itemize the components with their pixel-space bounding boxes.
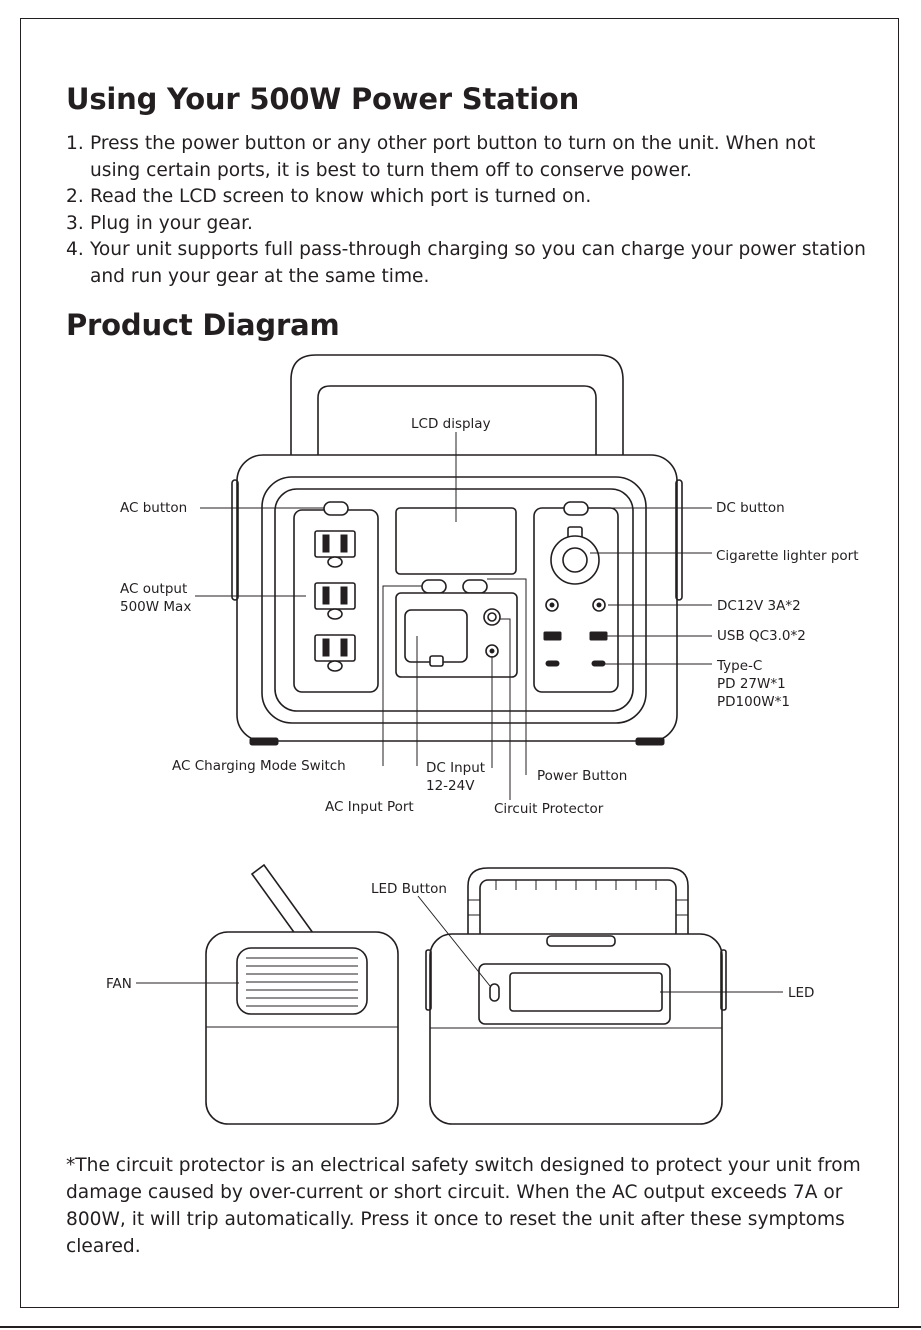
bottom-rule — [0, 1326, 921, 1328]
dc-button-icon — [563, 501, 589, 516]
fan-vent-slits — [246, 957, 358, 1007]
step-text: Read the LCD screen to know which port i… — [90, 186, 592, 207]
ac-outlet-icon — [314, 634, 356, 672]
label-lcd-display: LCD display — [411, 416, 491, 432]
led-button-icon — [489, 983, 500, 1002]
label-ac-output: AC output — [120, 581, 187, 597]
label-ac-charging-mode-switch: AC Charging Mode Switch — [172, 758, 346, 774]
page-border — [20, 18, 899, 1308]
front-leader-lines — [195, 432, 712, 800]
step-text: Plug in your gear. — [90, 212, 253, 234]
instruction-step: 2. Read the LCD screen to know which port… — [66, 184, 866, 211]
label-dc12v: DC12V 3A*2 — [717, 598, 801, 614]
label-type-c-pd100w: PD100W*1 — [717, 694, 790, 710]
label-dc-button: DC button — [716, 500, 785, 516]
ac-button-icon — [323, 501, 349, 516]
step-number: 4. — [66, 239, 84, 260]
circuit-protector-footnote: *The circuit protector is an electrical … — [66, 1155, 861, 1257]
step-number: 1. — [66, 133, 84, 154]
ac-charging-mode-switch-icon — [421, 579, 447, 594]
lower-leader-lines — [136, 895, 783, 993]
label-circuit-protector: Circuit Protector — [494, 801, 604, 817]
instruction-step: 3. Plug in your gear. — [66, 211, 866, 238]
back-body — [429, 933, 723, 1125]
label-usb-qc: USB QC3.0*2 — [717, 628, 806, 644]
side-view — [205, 863, 399, 1125]
instruction-step: 1. Press the power button or any other po… — [66, 131, 866, 184]
label-type-c-pd27w: PD 27W*1 — [717, 676, 786, 692]
label-led-button: LED Button — [371, 881, 447, 897]
carry-handle — [290, 354, 624, 458]
type-c-port-icon — [545, 660, 560, 667]
label-ac-button: AC button — [120, 500, 187, 516]
label-ac-input-port: AC Input Port — [325, 799, 414, 815]
led-panel — [478, 963, 671, 1025]
label-dc-input-voltage: 12-24V — [426, 778, 475, 794]
led-light-icon — [509, 972, 663, 1012]
ac-outlet-icon — [314, 582, 356, 620]
step-number: 3. — [66, 212, 84, 234]
usb-qc-port-icon — [543, 631, 562, 641]
side-handle — [250, 863, 315, 944]
back-view — [425, 867, 727, 1125]
step-text: Press the power button or any other port… — [90, 133, 816, 181]
step-number: 2. — [66, 186, 84, 207]
label-led: LED — [788, 985, 814, 1001]
label-power-button: Power Button — [537, 768, 627, 784]
label-ac-output-max: 500W Max — [120, 599, 191, 615]
power-button-icon — [462, 579, 488, 594]
step-text: Your unit supports full pass-through cha… — [90, 239, 866, 287]
ac-outlet-icon — [314, 530, 356, 568]
front-view — [231, 354, 683, 746]
back-handle — [467, 867, 689, 943]
instruction-step: 4. Your unit supports full pass-through c… — [66, 237, 866, 290]
ac-input-port-icon — [404, 609, 468, 663]
section-title-diagram: Product Diagram — [66, 308, 340, 342]
lower-labels: LED Button FAN LED — [106, 881, 814, 1001]
label-dc-input: DC Input — [426, 760, 485, 776]
front-panel — [261, 476, 647, 724]
label-fan: FAN — [106, 976, 132, 992]
label-cigarette-lighter-port: Cigarette lighter port — [716, 548, 859, 564]
label-type-c: Type-C — [716, 658, 762, 674]
section-title-using: Using Your 500W Power Station — [66, 82, 580, 116]
instruction-list: 1. Press the power button or any other po… — [66, 131, 866, 290]
front-labels: LCD display AC button AC output 500W Max… — [120, 416, 859, 817]
